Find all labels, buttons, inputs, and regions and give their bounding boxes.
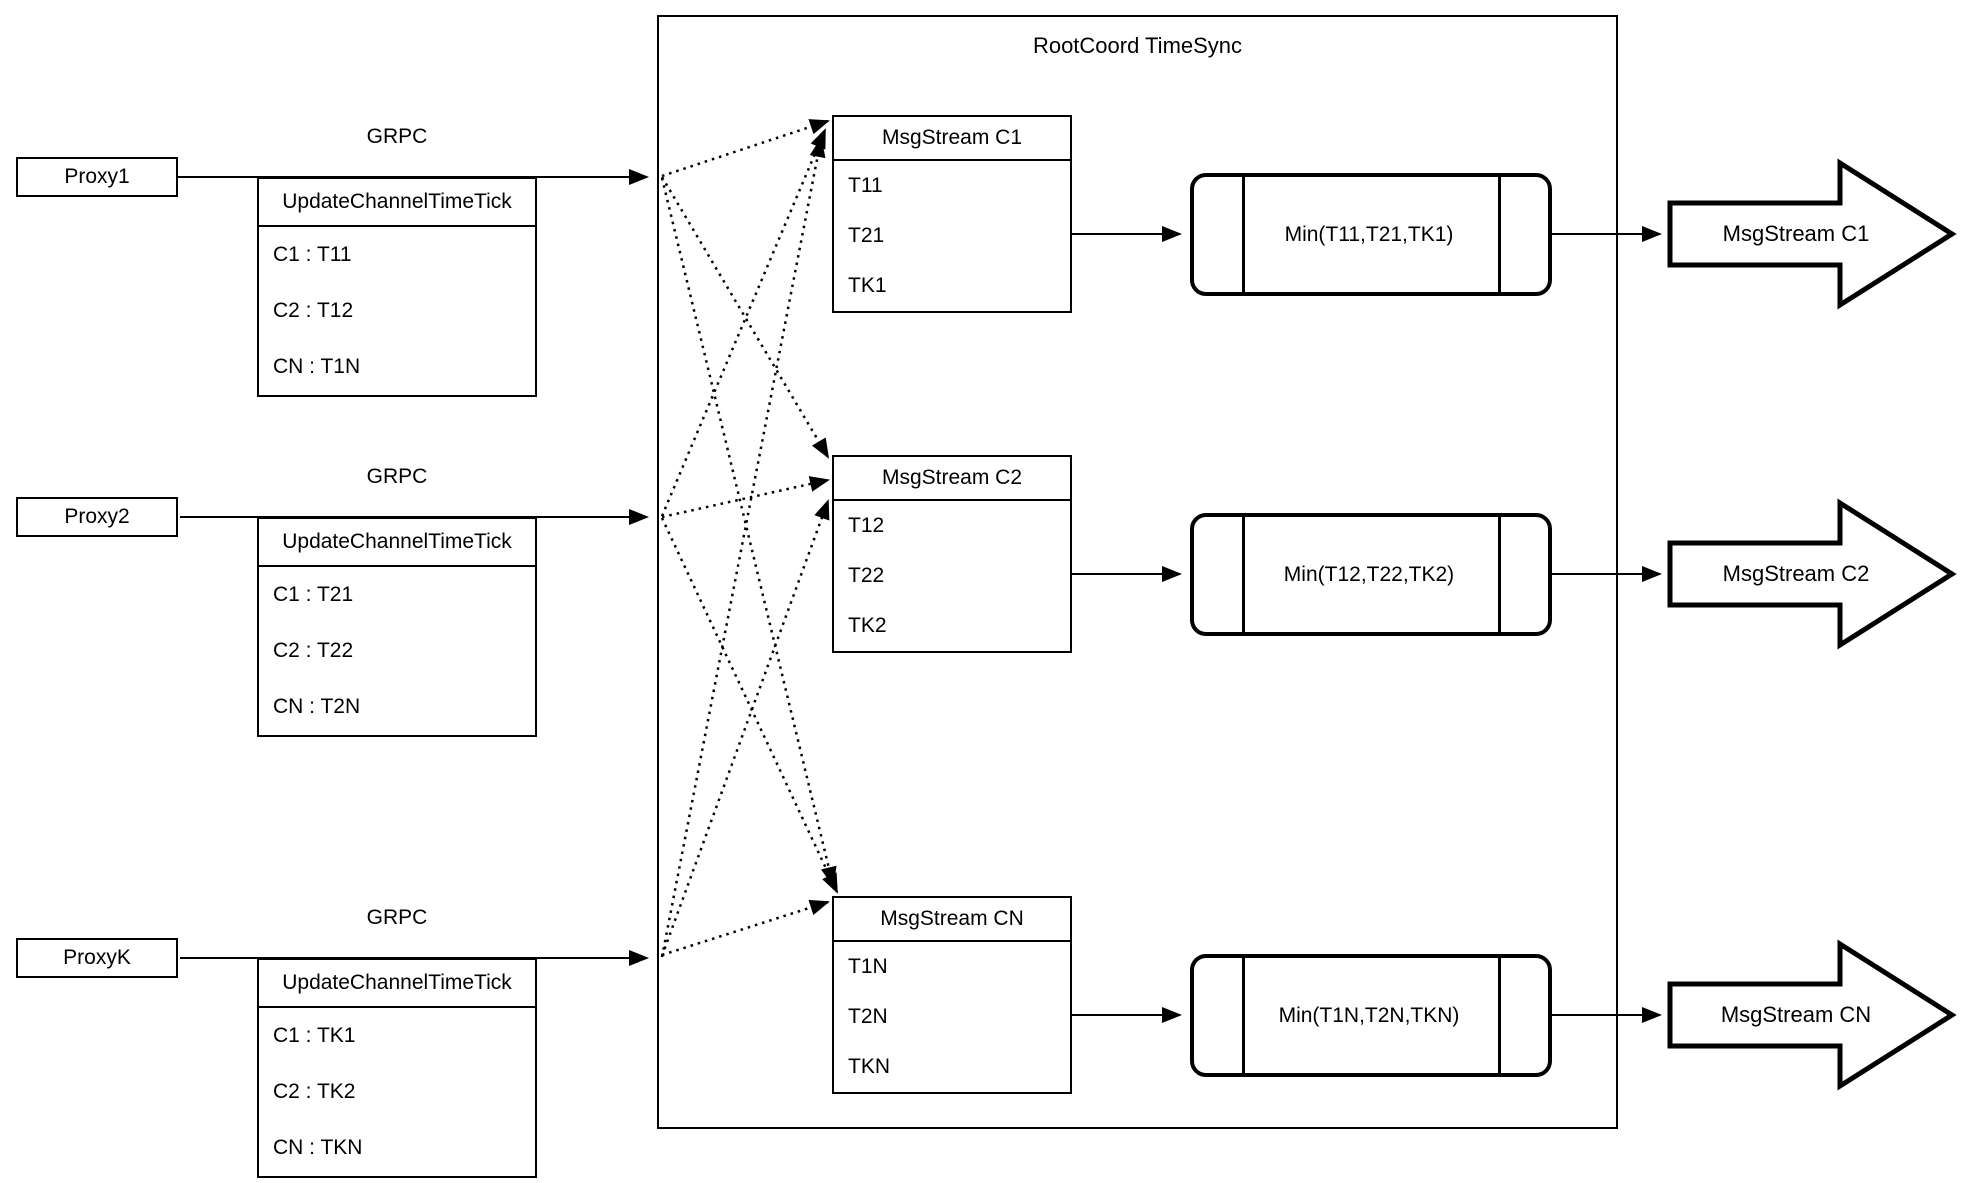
min-process-box-c2: Min(T12,T22,TK2) — [1190, 513, 1552, 636]
msgstream-table-header: MsgStream C1 — [834, 117, 1070, 161]
msgstream-table-entry: T2N — [848, 1005, 888, 1028]
update-table-entry: C2 : T22 — [273, 639, 354, 662]
min-label: Min(T1N,T2N,TKN) — [1278, 1003, 1460, 1027]
update-table-entry: CN : TKN — [273, 1136, 363, 1159]
output-arrow-label-c1: MsgStream C1 — [1722, 221, 1870, 246]
output-arrow-shape-cn — [1667, 939, 1957, 1091]
msgstream-table-entry: T1N — [848, 955, 888, 978]
proxy1-box: Proxy1 — [16, 157, 178, 197]
update-channel-timetick-table: UpdateChannelTimeTick C1 : T21 C2 : T22 … — [257, 517, 537, 737]
update-channel-timetick-table: UpdateChannelTimeTick C1 : T11 C2 : T12 … — [257, 177, 537, 397]
msgstream-table-entry: TKN — [848, 1055, 890, 1078]
msgstream-table-entry: TK1 — [848, 274, 887, 297]
proxyk-box: ProxyK — [16, 938, 178, 978]
msgstream-table-header: MsgStream C2 — [834, 457, 1070, 501]
output-arrow-shape-c1 — [1667, 158, 1957, 310]
grpc-label: GRPC — [366, 125, 428, 148]
min-to-output-arrows — [1552, 226, 1662, 1023]
update-table-entry: C2 : TK2 — [273, 1080, 356, 1103]
output-arrow-shape-c2 — [1667, 498, 1957, 650]
update-table-entry: C1 : T11 — [273, 243, 352, 266]
grpc-label: GRPC — [366, 906, 428, 929]
rootcoord-timesync-box — [657, 15, 1618, 1129]
update-table-header: UpdateChannelTimeTick — [259, 519, 535, 567]
update-table-entry: CN : T1N — [273, 355, 361, 378]
msgstream-table-entry: T22 — [848, 564, 885, 587]
min-label: Min(T12,T22,TK2) — [1283, 562, 1455, 586]
min-box-divider — [1498, 177, 1501, 292]
fanout-dotted-arrows — [660, 119, 839, 958]
min-process-box-cn: Min(T1N,T2N,TKN) — [1190, 954, 1552, 1077]
update-table-entry: C1 : TK1 — [273, 1024, 356, 1047]
min-box-divider — [1242, 177, 1245, 292]
msgstream-table-entry: TK2 — [848, 614, 887, 637]
min-process-box-c1: Min(T11,T21,TK1) — [1190, 173, 1552, 296]
proxy2-box: Proxy2 — [16, 497, 178, 537]
min-label: Min(T11,T21,TK1) — [1284, 222, 1454, 246]
msgstream-table-entry: T12 — [848, 514, 885, 537]
min-box-divider — [1242, 517, 1245, 632]
update-table-entry: CN : T2N — [273, 695, 361, 718]
msgstream-table-header: MsgStream CN — [834, 898, 1070, 942]
rootcoord-timesync-title: RootCoord TimeSync — [1032, 33, 1243, 58]
msgstream-c1-table: MsgStream C1 T11 T21 TK1 — [832, 115, 1072, 313]
output-arrow-label-cn: MsgStream CN — [1720, 1002, 1872, 1027]
update-table-header: UpdateChannelTimeTick — [259, 960, 535, 1008]
output-arrow-label-c2: MsgStream C2 — [1722, 561, 1870, 586]
update-table-entry: C2 : T12 — [273, 299, 354, 322]
msgstream-cn-table: MsgStream CN T1N T2N TKN — [832, 896, 1072, 1094]
output-arrow-shapes — [1667, 158, 1957, 1091]
stream-to-min-arrows — [1072, 226, 1182, 1023]
msgstream-c2-table: MsgStream C2 T12 T22 TK2 — [832, 455, 1072, 653]
min-box-divider — [1498, 517, 1501, 632]
update-table-header: UpdateChannelTimeTick — [259, 179, 535, 227]
min-box-divider — [1498, 958, 1501, 1073]
min-box-divider — [1242, 958, 1245, 1073]
msgstream-table-entry: T11 — [848, 174, 883, 197]
grpc-label: GRPC — [366, 465, 428, 488]
update-channel-timetick-table: UpdateChannelTimeTick C1 : TK1 C2 : TK2 … — [257, 958, 537, 1178]
msgstream-table-entry: T21 — [848, 224, 885, 247]
update-table-entry: C1 : T21 — [273, 583, 354, 606]
